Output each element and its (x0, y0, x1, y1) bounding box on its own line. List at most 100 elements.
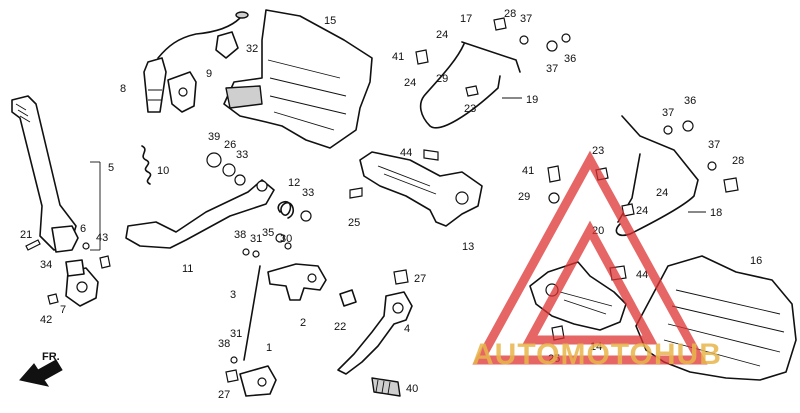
seal-39 (206, 152, 222, 168)
pivot-hole (76, 281, 88, 293)
callout-23b: 23 (592, 145, 604, 157)
left-heel-guard-group: 15 (223, 9, 373, 149)
callout-12: 12 (288, 177, 300, 189)
bolt-28a (493, 17, 507, 31)
callout-17: 17 (460, 13, 472, 25)
callout-24d: 24 (656, 187, 668, 199)
callout-35: 35 (262, 227, 274, 239)
pin-35 (275, 233, 285, 243)
front-arrow-icon (19, 359, 63, 387)
bolt-23a (465, 85, 479, 97)
right-guard-stay-group: 18 20 23 41 29 24 24 37 36 37 28 44 (518, 95, 744, 281)
front-arrow-label: FR. (42, 351, 60, 363)
callout-40: 40 (406, 383, 418, 395)
brake-pedal-group: 11 39 26 33 12 33 35 30 (125, 131, 314, 275)
brake-rod-3 (243, 265, 261, 361)
pin-38b (230, 356, 238, 364)
nut-36b (682, 120, 694, 132)
callout-38a: 38 (234, 229, 246, 241)
callout-16: 16 (750, 255, 762, 267)
callout-9: 9 (206, 68, 212, 80)
brake-pedal-11 (125, 179, 275, 249)
callout-8: 8 (120, 83, 126, 95)
left-step-bracket-group: 13 44 25 (348, 147, 483, 253)
callout-36a: 36 (564, 53, 576, 65)
brake-rod-group: 38 31 3 31 38 1 27 (218, 229, 277, 401)
switch-wire (157, 17, 241, 59)
callout-31a: 31 (250, 233, 262, 245)
callout-7: 7 (60, 304, 66, 316)
arm-hole (307, 273, 317, 283)
guard-stay-17 (461, 41, 521, 73)
heel-guard-15 (223, 9, 373, 149)
callout-37b: 37 (546, 63, 558, 75)
bolt-42 (47, 293, 59, 305)
callout-28b: 28 (732, 155, 744, 167)
callout-3: 3 (230, 289, 236, 301)
nut-37c (663, 125, 673, 135)
wire-clamp-32 (215, 31, 239, 59)
shift-rubber-40 (371, 377, 401, 397)
kick-rubber (65, 259, 85, 277)
callout-42: 42 (40, 314, 52, 326)
return-spring-12 (277, 201, 295, 219)
callout-43: 43 (96, 232, 108, 244)
callout-37d: 37 (708, 139, 720, 151)
wire-connector (235, 11, 249, 19)
brake-switch-group: 8 9 32 10 (120, 11, 258, 185)
callout-44a: 44 (400, 147, 412, 159)
washer-29b (548, 192, 560, 204)
callout-25a: 25 (348, 217, 360, 229)
brake-arm-2 (267, 263, 327, 301)
switch-body-8 (143, 57, 167, 113)
heel-guard-mount (225, 85, 263, 109)
callout-22: 22 (334, 321, 346, 333)
pin-38a (242, 248, 250, 256)
pedal-pivot (256, 180, 268, 192)
callout-39: 39 (208, 131, 220, 143)
step-pivot (455, 191, 469, 205)
callout-44b: 44 (636, 269, 648, 281)
joint-hole (257, 377, 267, 387)
callout-5: 5 (108, 162, 114, 174)
brake-arm-group: 2 22 (267, 263, 357, 333)
callout-31b: 31 (230, 328, 242, 340)
bolt-28b (723, 177, 739, 193)
callout-27b: 27 (414, 273, 426, 285)
front-direction-indicator: FR. (19, 351, 63, 387)
callout-6: 6 (80, 223, 86, 235)
guard-stay-18 (615, 115, 699, 237)
kick-starter-arm-group: 5 (11, 95, 114, 253)
spring-10 (141, 145, 152, 185)
step-bracket-13 (359, 151, 483, 227)
guard-stay-19 (419, 43, 501, 129)
watermark-logo-icon (472, 150, 708, 365)
bolt-41a (415, 49, 429, 65)
callout-30: 30 (280, 233, 292, 245)
callout-34: 34 (40, 259, 52, 271)
kick-pedal-lower: 34 7 42 21 6 43 (20, 223, 111, 326)
watermark-text: AUTOMOTOHUB (472, 338, 722, 371)
callout-38b: 38 (218, 338, 230, 350)
washer-26 (222, 163, 236, 177)
callout-37a: 37 (520, 13, 532, 25)
shift-pedal-4 (337, 291, 413, 375)
cotter-30 (284, 242, 292, 250)
bracket-hole (178, 87, 188, 97)
watermark: AUTOMOTOHUB (472, 150, 722, 371)
oring-33a (234, 174, 246, 186)
callout-21: 21 (20, 229, 32, 241)
callout-41b: 41 (522, 165, 534, 177)
bolt-21 (25, 239, 41, 251)
nut-37d (707, 161, 717, 171)
oring-33b (300, 210, 312, 222)
clip-31a (252, 250, 260, 258)
callout-10: 10 (157, 165, 169, 177)
callout-24c: 24 (636, 205, 648, 217)
callout-18: 18 (710, 207, 722, 219)
callout-37c: 37 (662, 107, 674, 119)
nut-36a (561, 33, 571, 43)
callout-11: 11 (182, 263, 193, 275)
callout-33b: 33 (302, 187, 314, 199)
